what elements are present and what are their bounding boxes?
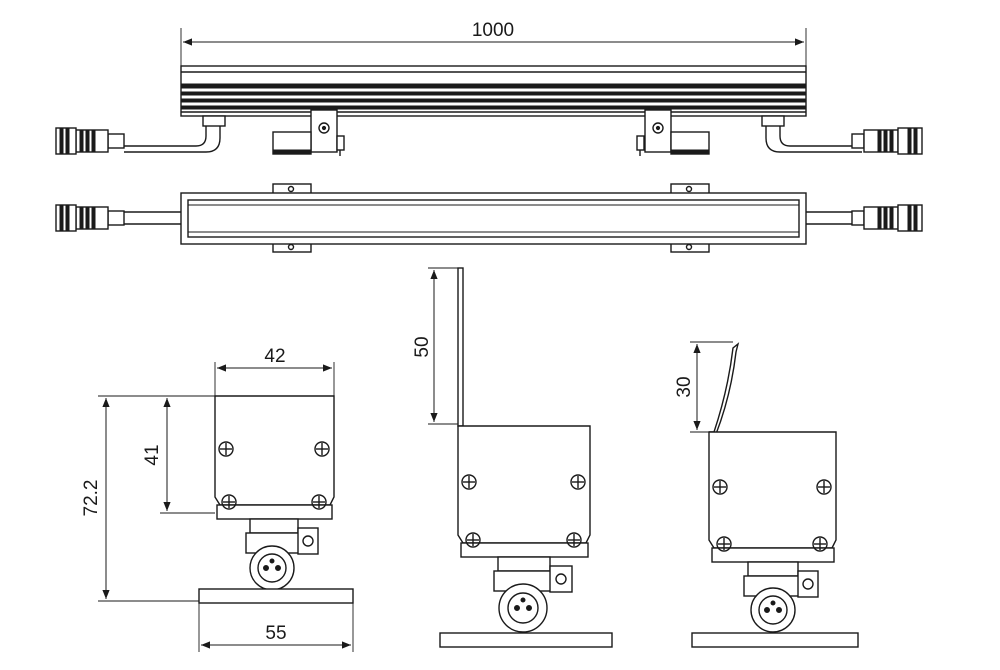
left-cable-side — [55, 115, 226, 155]
right-bracket-side — [636, 109, 710, 156]
left-bracket-side — [272, 109, 345, 156]
length-dimension: 1000 — [180, 20, 807, 66]
bracket-height-label: 41 — [142, 444, 163, 465]
end-view-standard: 42 41 72.2 — [81, 346, 354, 652]
left-plug-side — [55, 127, 125, 155]
bracket-width-label: 42 — [264, 346, 285, 367]
curved-visor — [708, 342, 740, 435]
visor-straight-label: 50 — [412, 336, 433, 357]
straight-visor — [457, 267, 464, 427]
screws-left-view — [218, 441, 330, 510]
right-cable-top — [806, 204, 923, 232]
fixture-body-side — [180, 65, 807, 117]
right-plug-side — [851, 127, 923, 155]
total-height-label: 72.2 — [81, 480, 102, 517]
top-view — [55, 183, 923, 253]
right-cable-side — [761, 115, 923, 155]
end-view-curved-visor: 30 — [674, 341, 859, 648]
left-cable-top — [55, 204, 181, 232]
end-view-straight-visor: 50 — [412, 267, 613, 648]
side-view: 1000 — [55, 20, 923, 156]
length-label: 1000 — [472, 20, 514, 41]
visor-curved-label: 30 — [674, 376, 695, 397]
fixture-body-top — [180, 192, 807, 245]
base-width-label: 55 — [265, 623, 286, 644]
